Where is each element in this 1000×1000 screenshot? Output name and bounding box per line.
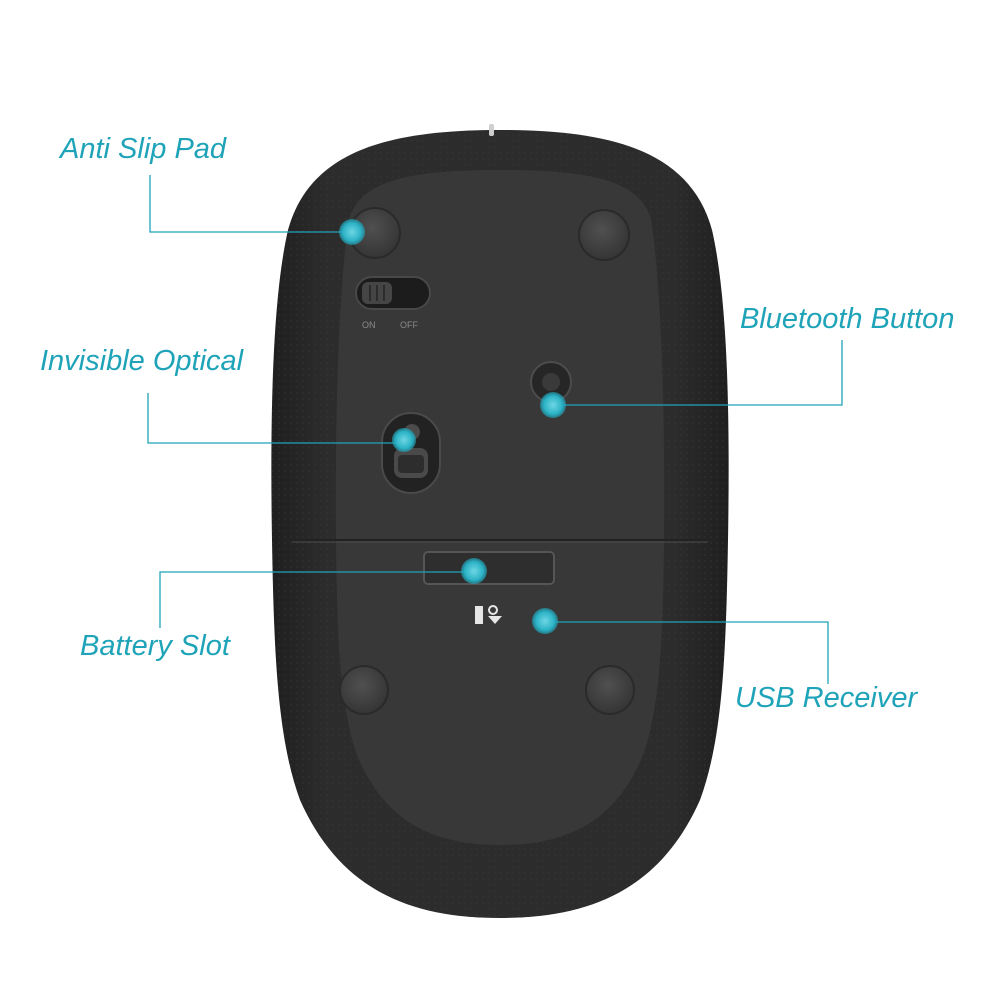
invisible-optical-label: Invisible Optical xyxy=(40,345,244,377)
anti-slip-pad-leader xyxy=(149,175,352,233)
usb-receiver-dot xyxy=(532,608,558,634)
anti-slip-pad-dot xyxy=(339,219,365,245)
switch-label-off: OFF xyxy=(400,320,418,330)
anti-slip-pad-bottom-right xyxy=(585,665,635,715)
anti-slip-pad-label: Anti Slip Pad xyxy=(60,133,227,165)
power-switch xyxy=(355,276,431,310)
anti-slip-pad-bottom-left xyxy=(339,665,389,715)
optical-sensor xyxy=(381,412,441,494)
battery-slot-label: Battery Slot xyxy=(80,630,230,662)
bluetooth-button-dot xyxy=(540,392,566,418)
battery-slot-dot xyxy=(461,558,487,584)
anti-slip-pad-top-right xyxy=(578,209,630,261)
usb-receiver-label: USB Receiver xyxy=(735,682,918,714)
highlight-dots xyxy=(339,219,566,634)
usb-receiver-leader xyxy=(545,621,829,684)
battery-slot-leader xyxy=(159,571,474,628)
invisible-optical-dot xyxy=(392,428,416,452)
invisible-optical-leader xyxy=(147,393,404,444)
switch-label-on: ON xyxy=(362,320,376,330)
callout-lines xyxy=(147,175,843,684)
bluetooth-button-leader xyxy=(553,340,843,406)
top-notch xyxy=(489,124,494,136)
usb-receiver-icon xyxy=(475,605,502,624)
bottom-panel xyxy=(335,170,665,845)
battery-slot-latch xyxy=(423,551,555,585)
bluetooth-button-label: Bluetooth Button xyxy=(740,303,955,335)
